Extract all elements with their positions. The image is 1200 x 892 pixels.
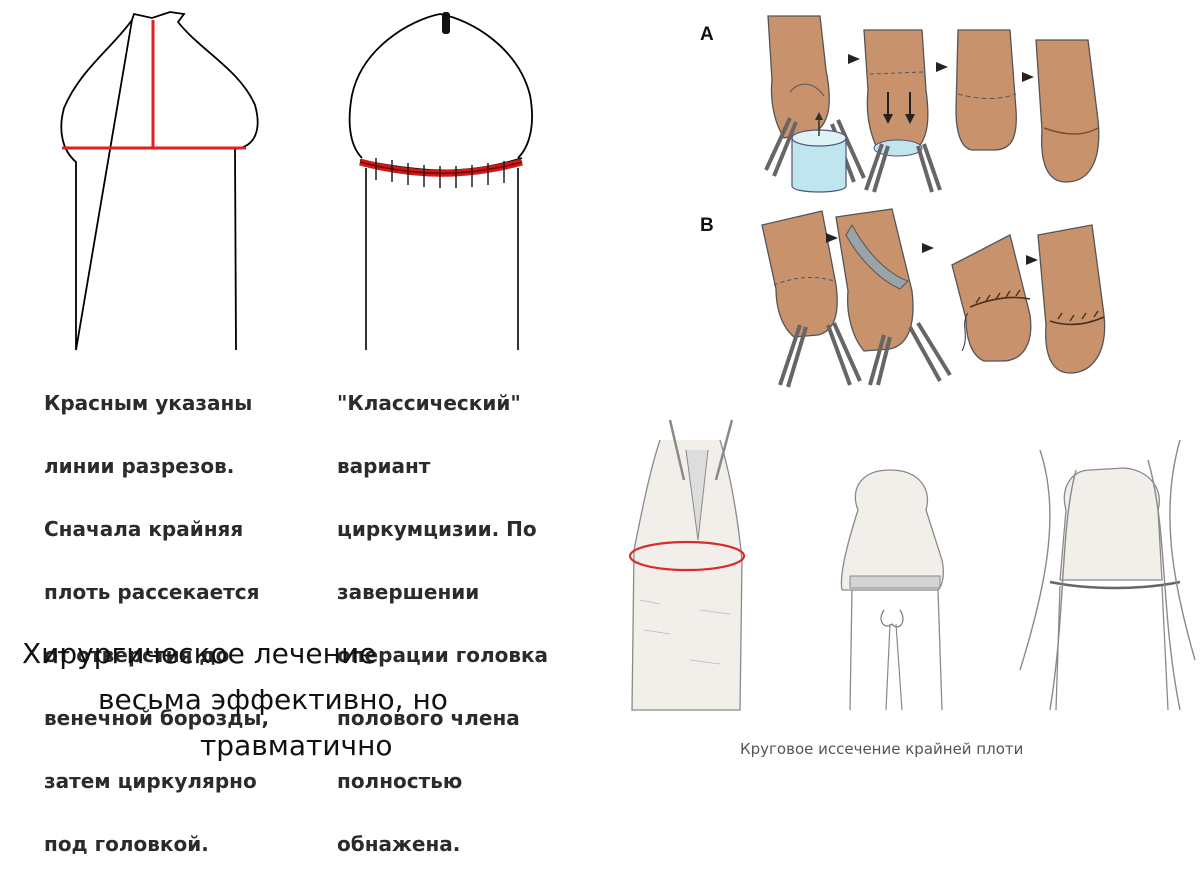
caption-line: плоть рассекается xyxy=(44,579,260,604)
caption-line: полностью xyxy=(337,768,463,793)
panel-label-b: B xyxy=(700,215,714,236)
middle-caption: "Классический" вариант циркумцизии. По з… xyxy=(337,356,587,892)
caption-line: венечной борозды, xyxy=(44,705,270,730)
classic-circumcision-schematic xyxy=(348,12,533,350)
caption-line: обнажена. xyxy=(337,831,461,856)
summary-line-1: Хирургическое лечение xyxy=(22,637,377,670)
caption-line: Сначала крайняя xyxy=(44,516,244,541)
caption-line: операции головка xyxy=(337,642,549,667)
caption-line: циркумцизии. По xyxy=(337,516,537,541)
bottom-caption: Круговое иссечение крайней плоти xyxy=(740,740,1024,758)
caption-line: "Классический" xyxy=(337,390,521,415)
caption-line: от отверстия до xyxy=(44,642,230,667)
caption-line: Красным указаны xyxy=(44,390,253,415)
caption-line: вариант xyxy=(337,453,431,478)
panel-label-a: A xyxy=(700,24,714,45)
excision-line xyxy=(628,540,746,572)
caption-line: завершении xyxy=(337,579,480,604)
caption-line: линии разрезов. xyxy=(44,453,235,478)
panel-b-illustration xyxy=(761,208,1106,388)
summary-line-3: травматично xyxy=(200,729,393,762)
circular-excision-sketches xyxy=(628,419,1196,711)
summary-line-2: весьма эффективно, но xyxy=(98,683,448,716)
caption-line: под головкой. xyxy=(44,831,209,856)
caption-line: полового члена xyxy=(337,705,520,730)
left-caption: Красным указаны линии разрезов. Сначала … xyxy=(44,356,304,892)
panel-a-illustration xyxy=(764,15,1100,193)
caption-line: затем циркулярно xyxy=(44,768,257,793)
incision-schematic xyxy=(60,11,259,351)
